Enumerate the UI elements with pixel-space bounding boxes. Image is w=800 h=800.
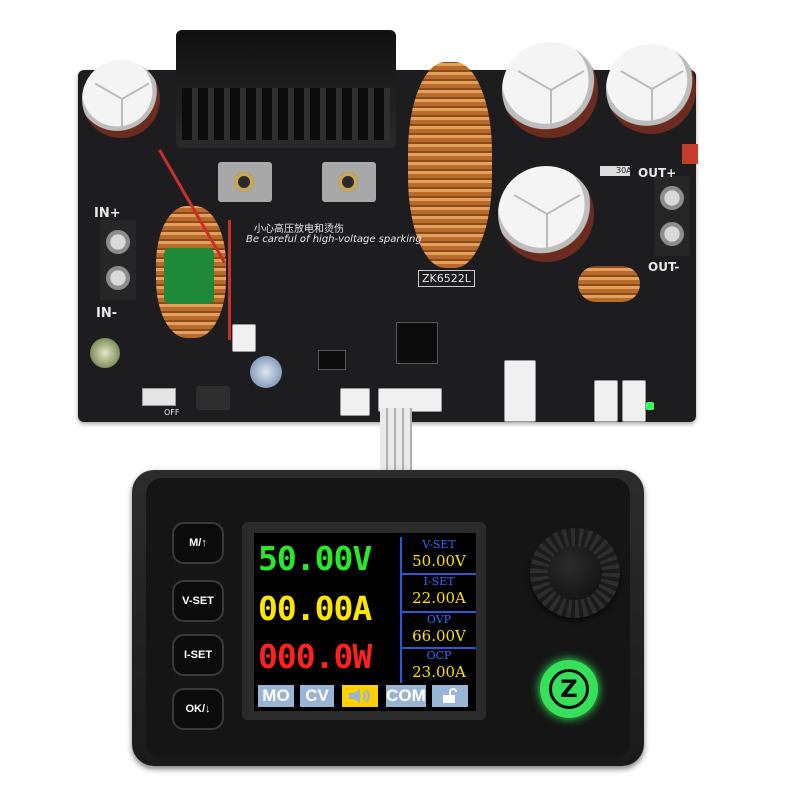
jumper-connector-1 bbox=[594, 380, 618, 422]
ocp-value: 23.00A bbox=[412, 663, 466, 681]
voltage-set-button[interactable]: V-SET bbox=[172, 580, 224, 622]
mode-up-button[interactable]: M/↑ bbox=[172, 522, 224, 564]
capacitor-left bbox=[82, 60, 160, 138]
small-capacitor bbox=[90, 338, 120, 368]
capacitor-middle bbox=[498, 166, 594, 262]
output-inductor bbox=[578, 266, 640, 302]
dc-dc-converter-board: IN+ IN- OUT+ OUT- 小心高压放电和烫伤 Be careful o… bbox=[78, 30, 698, 422]
slide-switch bbox=[142, 388, 176, 406]
power-button[interactable]: Z bbox=[540, 660, 598, 718]
buzzer bbox=[196, 386, 230, 410]
model-label: ZK6522L bbox=[418, 270, 475, 287]
warning-text-cn: 小心高压放电和烫伤 bbox=[254, 224, 344, 235]
rotary-encoder-knob[interactable] bbox=[530, 528, 620, 618]
mosfet-right bbox=[322, 162, 376, 202]
red-wire-2 bbox=[228, 220, 231, 340]
heatsink bbox=[176, 30, 396, 148]
output-power: 000.0W bbox=[258, 637, 372, 676]
warning-text-en: Be careful of high-voltage sparking bbox=[246, 234, 422, 245]
input-plus-label: IN+ bbox=[94, 206, 121, 221]
ok-down-button[interactable]: OK/↓ bbox=[172, 688, 224, 730]
jumper-connector-2 bbox=[622, 380, 646, 422]
output-current: 00.00A bbox=[258, 589, 372, 628]
com-indicator: COM bbox=[386, 685, 426, 707]
fuse bbox=[600, 166, 630, 176]
current-set-button[interactable]: I-SET bbox=[172, 634, 224, 676]
capacitor-top-1 bbox=[502, 42, 598, 138]
output-minus-label: OUT- bbox=[648, 260, 680, 274]
settings-separator bbox=[402, 647, 476, 649]
status-led bbox=[646, 402, 654, 410]
output-voltage: 50.00V bbox=[258, 539, 372, 578]
mosfet-left bbox=[218, 162, 272, 202]
iset-value: 22.00A bbox=[412, 589, 466, 607]
fuse-label: 30A bbox=[616, 166, 632, 175]
output-plus-label: OUT+ bbox=[638, 166, 677, 180]
settings-separator bbox=[402, 611, 476, 613]
unlock-icon bbox=[432, 685, 468, 707]
settings-divider bbox=[400, 537, 402, 683]
ocp-label: OCP bbox=[426, 649, 452, 662]
communication-connector bbox=[504, 360, 536, 422]
ovp-label: OVP bbox=[426, 613, 452, 626]
off-label: OFF bbox=[164, 408, 180, 417]
capacitor-top-2 bbox=[606, 44, 696, 134]
vset-label: V-SET bbox=[422, 538, 456, 551]
filter-capacitor bbox=[164, 248, 214, 304]
cv-indicator: CV bbox=[300, 685, 334, 707]
fan-connector bbox=[232, 324, 256, 352]
output-terminal bbox=[654, 176, 690, 256]
lcd-screen: 50.00V 00.00A 000.0W V-SET 50.00V I-SET … bbox=[254, 533, 476, 711]
electrolytic-capacitor bbox=[250, 356, 282, 388]
probe-connector bbox=[340, 388, 370, 416]
red-capacitor bbox=[682, 144, 698, 164]
toroid-inductor bbox=[408, 62, 492, 268]
ovp-value: 66.00V bbox=[412, 627, 466, 645]
speaker-icon bbox=[342, 685, 378, 707]
small-chip bbox=[318, 350, 346, 370]
mode-indicator: MO bbox=[258, 685, 294, 707]
input-minus-label: IN- bbox=[96, 306, 118, 321]
vset-value: 50.00V bbox=[412, 552, 466, 570]
settings-separator bbox=[402, 573, 476, 575]
controller-chip bbox=[396, 322, 438, 364]
iset-label: I-SET bbox=[423, 575, 455, 588]
input-terminal bbox=[100, 220, 136, 300]
power-logo-icon: Z bbox=[549, 669, 589, 709]
